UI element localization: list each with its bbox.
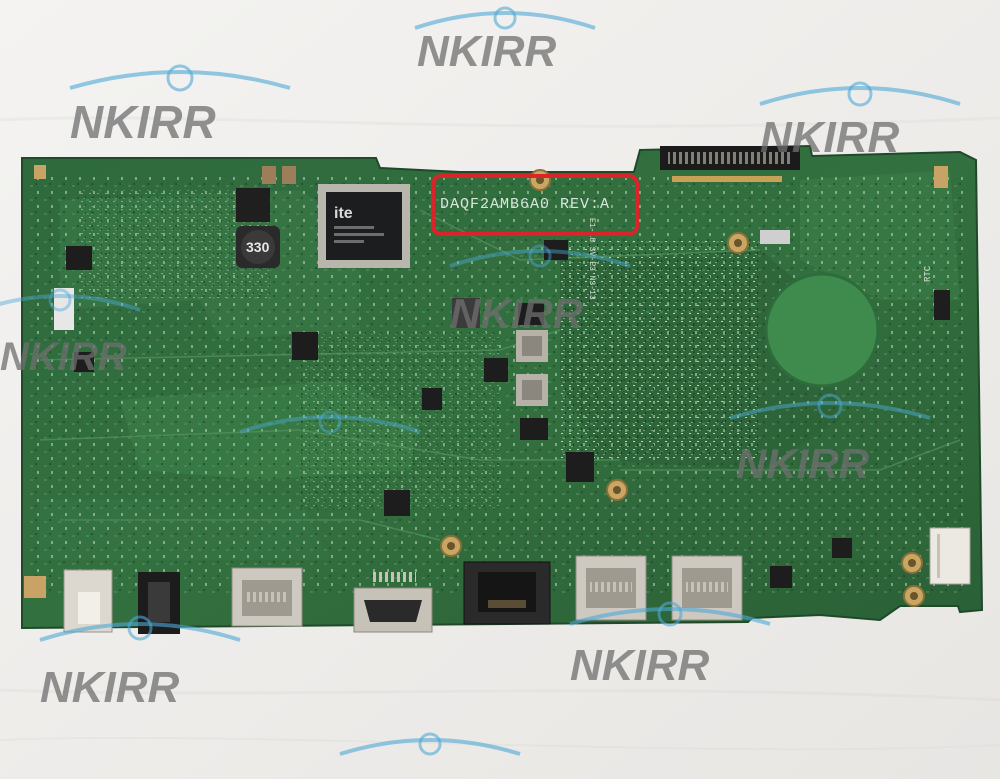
watermark: NKIRR	[0, 288, 141, 379]
svg-text:ite: ite	[334, 205, 353, 222]
side-connector	[54, 288, 74, 330]
svg-text:NKIRR: NKIRR	[0, 335, 127, 379]
watermark: NKIRR	[414, 6, 596, 76]
board-model-marking: DAQF2AMB6A0 REV:A	[440, 196, 610, 213]
svg-text:NKIRR: NKIRR	[70, 96, 216, 148]
watermark: NKIRR	[729, 393, 931, 487]
watermark: NKIRR	[69, 64, 291, 148]
inductor-330: 330	[236, 226, 280, 268]
svg-text:NKIRR: NKIRR	[570, 641, 710, 690]
watermarks: NKIRR NKIRR NKIRR NKIRR NKIRR	[0, 6, 961, 756]
m2-slot	[660, 146, 800, 182]
ite-controller-chip: ite	[318, 184, 410, 268]
watermark	[339, 732, 521, 756]
watermark: NKIRR	[39, 615, 241, 712]
watermark: NKIRR	[449, 244, 631, 337]
audio-jack	[63, 569, 113, 633]
hdmi-port	[353, 572, 433, 633]
rtc-label: RTC	[923, 265, 933, 282]
ethernet-port	[463, 561, 551, 625]
model-highlight-box	[431, 174, 639, 236]
copper-pad	[764, 272, 880, 388]
svg-text:NKIRR: NKIRR	[450, 290, 584, 337]
mosfet	[236, 188, 270, 222]
side-marking: E1-18 SV-E3 N3-13	[587, 218, 596, 300]
svg-text:NKIRR: NKIRR	[736, 440, 870, 487]
ribbon-connector	[929, 527, 971, 585]
svg-text:NKIRR: NKIRR	[40, 663, 180, 712]
watermark	[239, 410, 421, 434]
usb-port-2	[575, 555, 647, 621]
svg-text:NKIRR: NKIRR	[760, 113, 900, 162]
svg-text:NKIRR: NKIRR	[417, 27, 557, 76]
usb-port-1	[231, 567, 303, 627]
misc-chips	[66, 230, 950, 588]
watermark: NKIRR	[759, 81, 961, 162]
svg-text:330: 330	[246, 239, 270, 255]
watermark: NKIRR	[569, 601, 771, 690]
